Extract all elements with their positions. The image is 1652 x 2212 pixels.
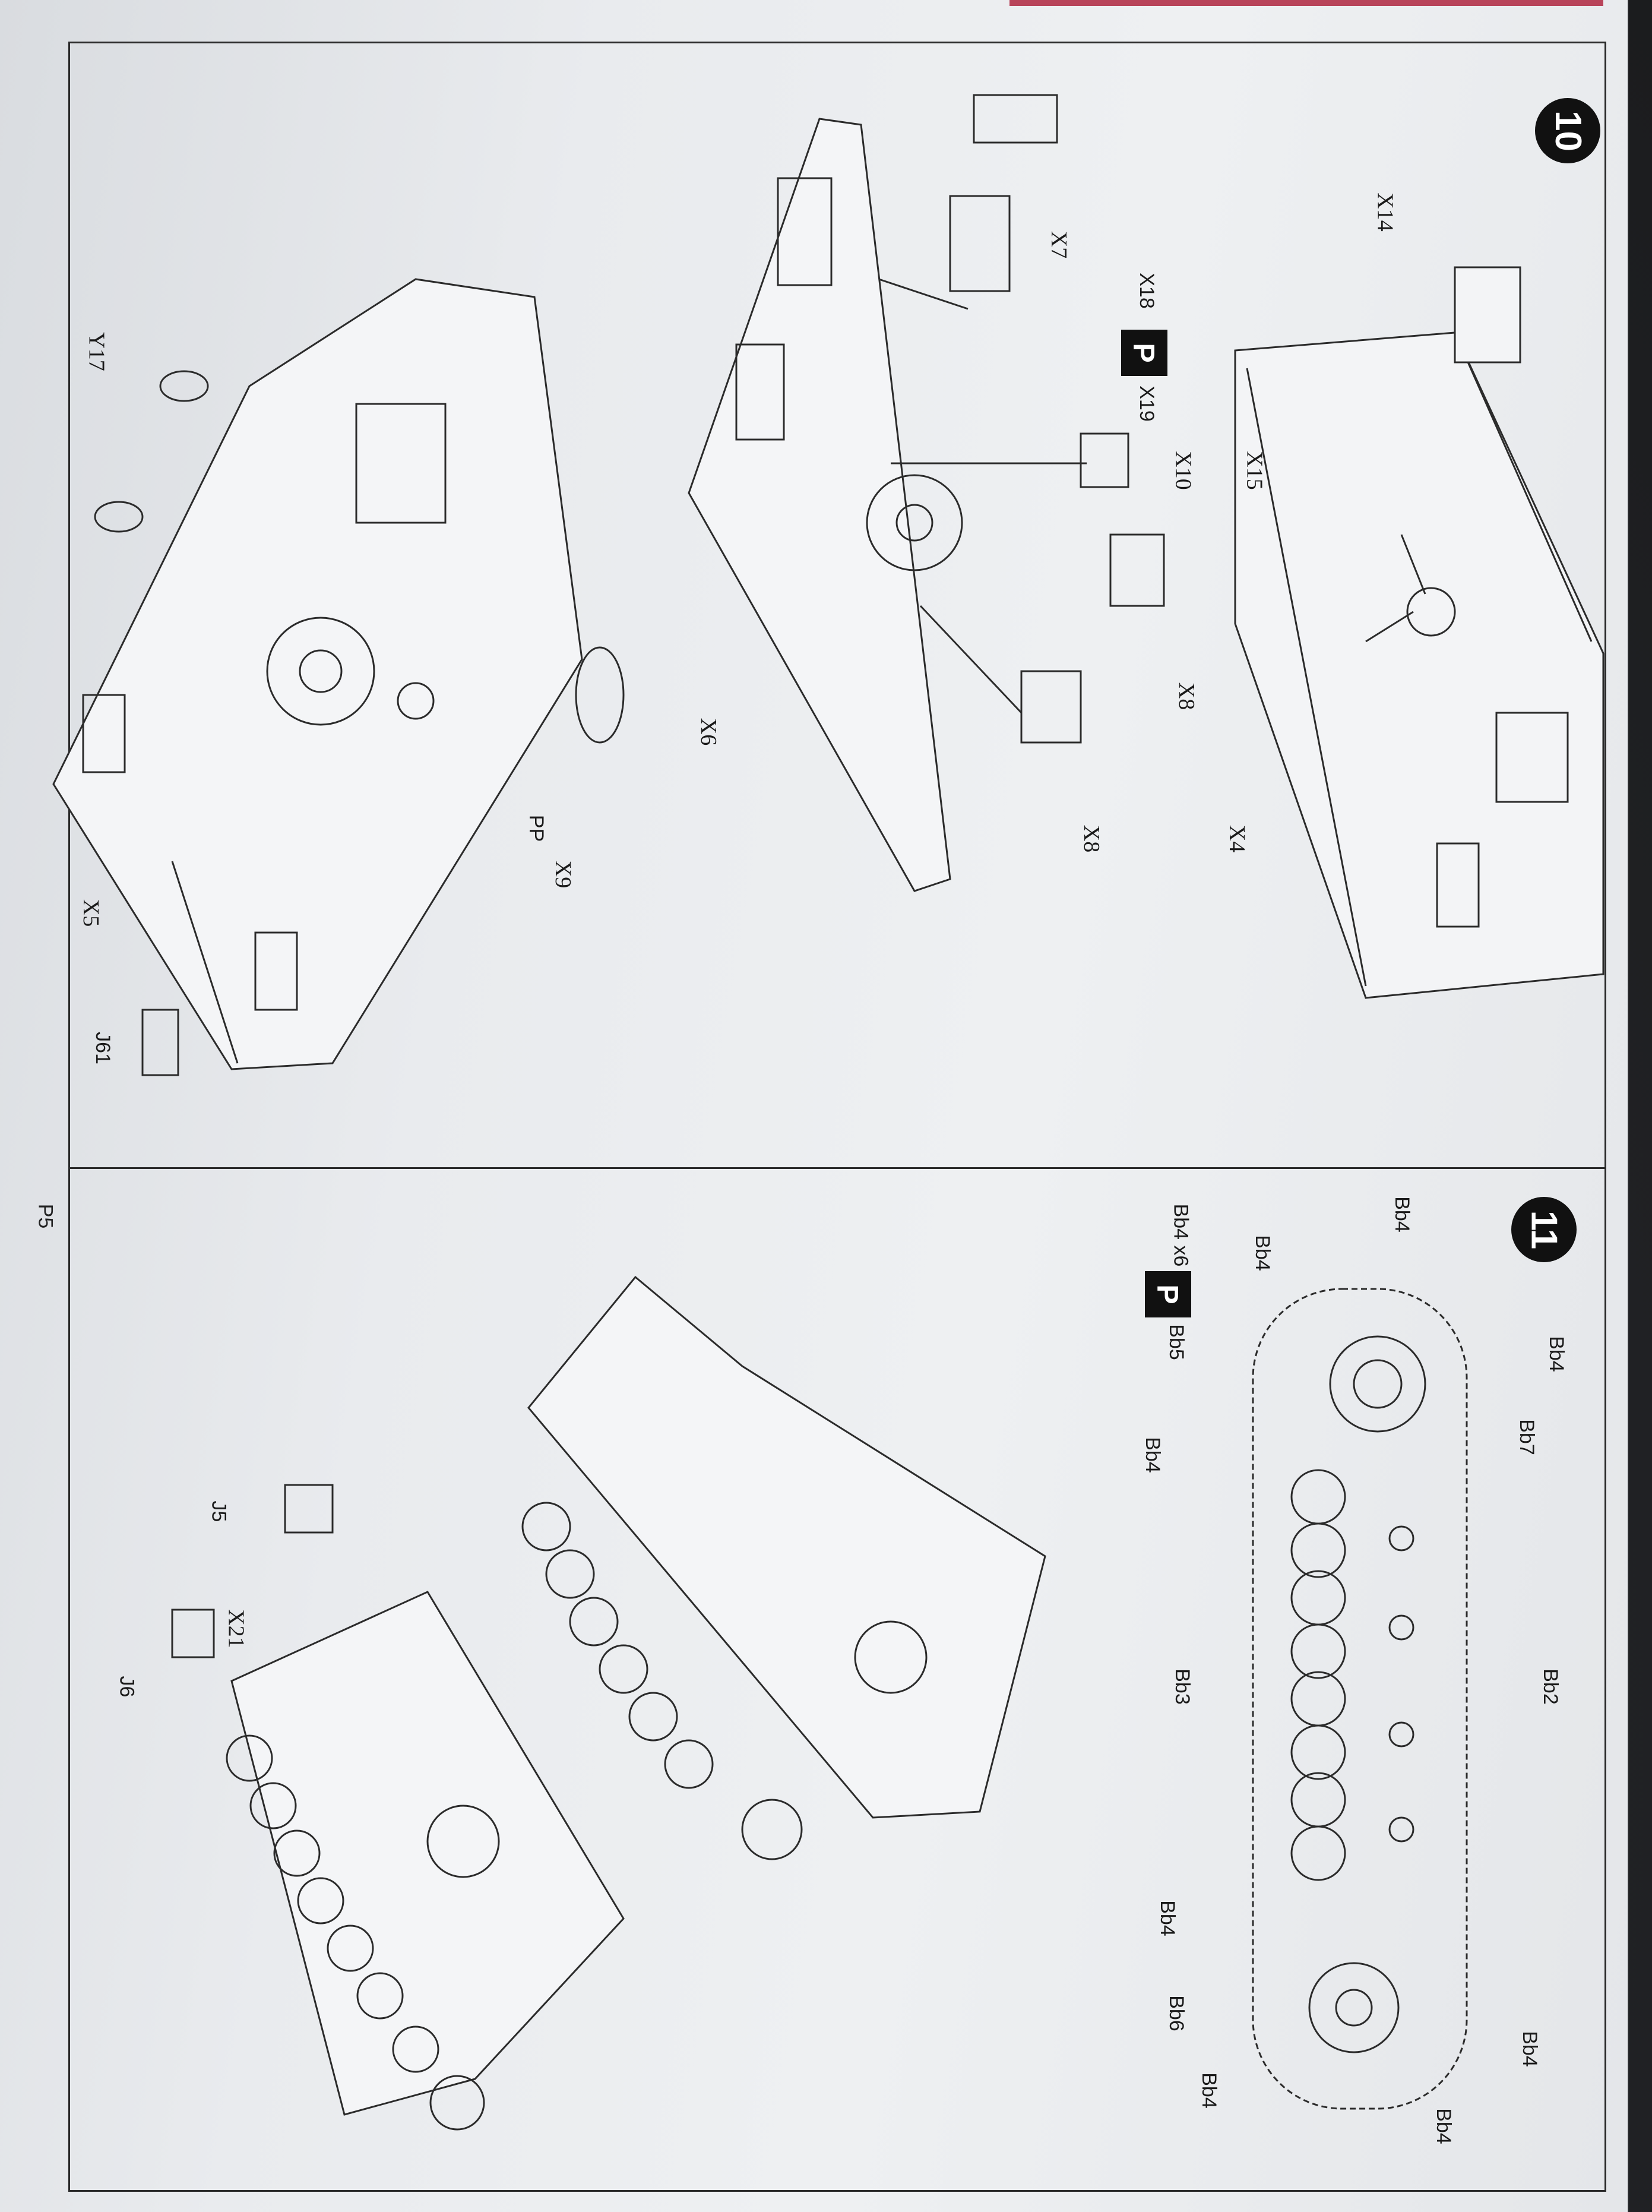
label-j61: J61	[91, 1032, 114, 1064]
label-j6: J6	[115, 1676, 138, 1698]
label-y17: Y17	[84, 332, 109, 371]
track-run-drawing	[1252, 1288, 1468, 2110]
hull-floor-x4-drawing	[1234, 266, 1604, 999]
label-x7: X7	[1046, 230, 1072, 259]
label-bb2: Bb2	[1539, 1669, 1562, 1705]
assembled-hull-drawing	[52, 278, 625, 1076]
label-pp: PP	[525, 814, 548, 842]
label-bb4-top: Bb4	[1390, 1196, 1413, 1233]
label-x18: X18	[1135, 273, 1158, 309]
label-bb4-e: Bb4	[1518, 2031, 1541, 2067]
step-10-badge: 10	[1535, 98, 1600, 163]
label-bb4-a: Bb4	[1251, 1235, 1274, 1271]
label-x8-upper: X8	[1174, 682, 1200, 710]
label-x6: X6	[696, 718, 721, 746]
step-11-badge: 11	[1511, 1197, 1577, 1262]
hull-with-running-gear-drawing	[171, 1484, 625, 2131]
label-bb4-b: Bb4	[1545, 1336, 1568, 1372]
label-x9: X9	[550, 860, 576, 889]
label-x21: X21	[223, 1609, 249, 1648]
label-x19: X19	[1135, 385, 1158, 422]
label-x15: X15	[1242, 451, 1267, 490]
label-x8-lower: X8	[1079, 824, 1105, 853]
label-bb6: Bb6	[1164, 1995, 1188, 2031]
label-bb4-g: Bb4	[1432, 2108, 1455, 2144]
label-x4: X4	[1224, 824, 1250, 853]
label-bb3: Bb3	[1170, 1669, 1194, 1705]
label-x5: X5	[78, 899, 104, 927]
label-x14: X14	[1372, 192, 1398, 232]
sheet-edge-strip	[1009, 0, 1603, 6]
step10-ptag: P	[1121, 330, 1167, 376]
label-bb4-x6: Bb4 x6	[1169, 1203, 1192, 1267]
label-bb4-d: Bb4	[1156, 1900, 1179, 1936]
page-frame	[68, 42, 1606, 2192]
step11-ptag: P	[1145, 1271, 1191, 1317]
label-bb4-f: Bb4	[1197, 2072, 1220, 2109]
upper-hull-drawing	[688, 94, 1165, 892]
label-x10: X10	[1170, 451, 1196, 490]
step-divider	[68, 1167, 1606, 1169]
label-bb7: Bb7	[1515, 1419, 1538, 1455]
label-bb5: Bb5	[1164, 1324, 1188, 1360]
label-bb4-c: Bb4	[1141, 1437, 1164, 1473]
hull-with-suspension-drawing	[521, 1275, 1046, 1860]
label-j5: J5	[207, 1500, 230, 1522]
